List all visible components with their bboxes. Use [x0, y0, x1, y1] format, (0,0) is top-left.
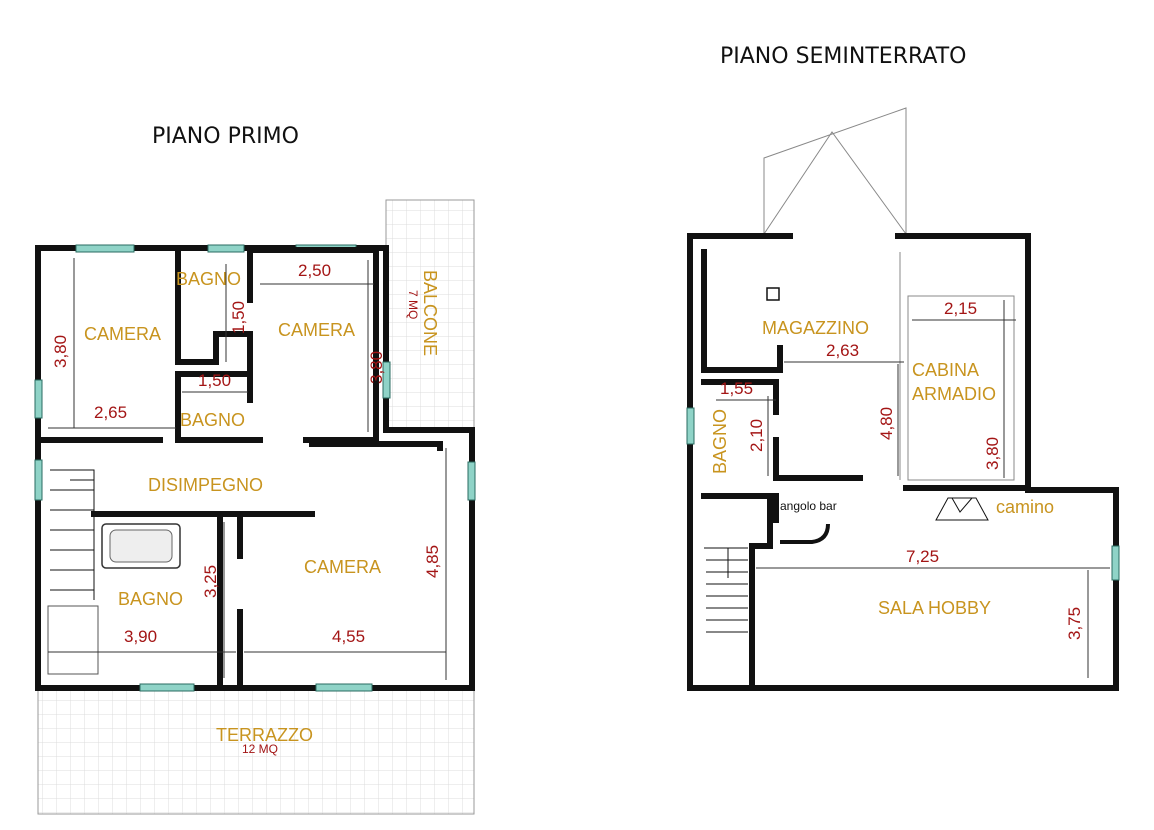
- window: [75, 244, 135, 253]
- window: [139, 683, 195, 692]
- dimension-label: 3,25: [201, 565, 220, 598]
- room-label-armadio: ARMADIO: [912, 384, 996, 404]
- first-floor-title: PIANO PRIMO: [152, 124, 299, 149]
- dimension-label: 1,55: [720, 379, 753, 398]
- window: [315, 683, 373, 692]
- room-label-camera: CAMERA: [278, 320, 355, 340]
- dimension-label: 3,80: [51, 335, 70, 368]
- dimension-label: 3,75: [1065, 607, 1084, 640]
- dimension-label: 2,65: [94, 403, 127, 422]
- dimension-label: 2,50: [298, 261, 331, 280]
- room-label-bagno: BAGNO: [180, 410, 245, 430]
- window: [382, 361, 391, 399]
- room-label-terrazzo: TERRAZZO: [216, 725, 313, 745]
- external-ramp: [763, 107, 907, 235]
- first-floor-inner-walls: [35, 247, 443, 691]
- dimension-label: 1,50: [229, 301, 248, 334]
- room-label-camera: CAMERA: [304, 557, 381, 577]
- bathtub-inner: [109, 529, 173, 563]
- stair: [50, 469, 95, 600]
- window: [207, 244, 245, 253]
- dimension-label: 3,80: [367, 351, 386, 384]
- room-label-balcone: BALCONE: [420, 270, 440, 356]
- dimension-label: 4,55: [332, 627, 365, 646]
- room-label-cabina: CABINA: [912, 360, 979, 380]
- room-label-bagno: BAGNO: [118, 589, 183, 609]
- room-label-disimpegno: DISIMPEGNO: [148, 475, 263, 495]
- dimension-label: 4,85: [423, 545, 442, 578]
- dimension-label: 2,63: [826, 341, 859, 360]
- dimension-lines: [716, 300, 1110, 678]
- dimension-label: 3,80: [983, 437, 1002, 470]
- dimension-label: 3,90: [124, 627, 157, 646]
- walk-in-closet-outline: [907, 295, 1015, 481]
- dimension-label: 2,10: [747, 419, 766, 452]
- window: [1111, 545, 1120, 581]
- basement-inner-walls: [701, 249, 1031, 691]
- window: [34, 459, 43, 501]
- terrace-area-label: 12 MQ: [242, 742, 278, 756]
- dimension-label: 7,25: [906, 547, 939, 566]
- shower-tray-icon: [47, 605, 99, 675]
- bar-counter-icon: [780, 523, 830, 544]
- fireplace-icon: [935, 497, 989, 521]
- dimension-lines: [48, 258, 447, 680]
- dimension-label: 1,50: [198, 371, 231, 390]
- stair: [704, 547, 748, 633]
- terrace-area: [37, 689, 475, 815]
- room-label-camera: CAMERA: [84, 324, 161, 344]
- balcony-area-label: 7 MQ: [406, 290, 420, 319]
- balcony-area: [385, 199, 475, 429]
- column-marker: [766, 287, 780, 301]
- window: [686, 407, 695, 445]
- dimension-label: 2,15: [944, 299, 977, 318]
- basement-plan: MAGAZZINO CABINA ARMADIO BAGNO angolo ba…: [686, 107, 1120, 691]
- dimension-label: 4,80: [877, 407, 896, 440]
- room-label-camino: camino: [996, 497, 1054, 517]
- room-label-magazzino: MAGAZZINO: [762, 318, 869, 338]
- basement-title: PIANO SEMINTERRATO: [720, 44, 966, 69]
- room-label-sala-hobby: SALA HOBBY: [878, 598, 991, 618]
- window: [34, 379, 43, 419]
- room-label-bagno: BAGNO: [710, 409, 730, 474]
- room-label-bagno: BAGNO: [176, 269, 241, 289]
- first-floor-plan: CAMERA BAGNO CAMERA BALCONE 7 MQ BAGNO D…: [34, 199, 476, 815]
- room-label-angolo-bar: angolo bar: [780, 499, 837, 513]
- window: [467, 461, 476, 501]
